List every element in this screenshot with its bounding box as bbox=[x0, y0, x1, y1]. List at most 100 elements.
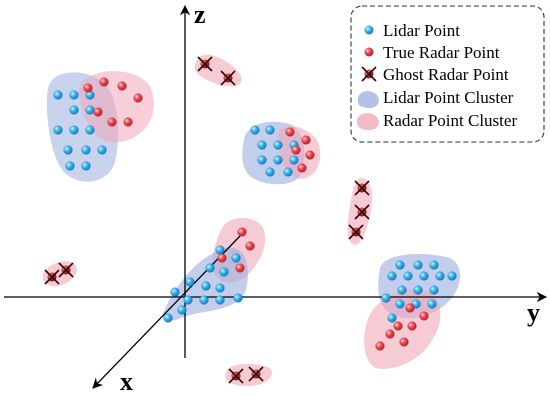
lidar-point bbox=[283, 167, 293, 177]
legend-ghost-radar-point-label: Ghost Radar Point bbox=[383, 65, 509, 84]
lidar-point bbox=[97, 145, 107, 155]
true-radar-point bbox=[419, 311, 429, 321]
true-radar-point bbox=[83, 83, 93, 93]
legend-box bbox=[350, 5, 545, 143]
true-radar-point bbox=[217, 253, 227, 263]
true-radar-point bbox=[393, 321, 403, 331]
lidar-point bbox=[81, 161, 91, 171]
legend-true-radar-point-icon bbox=[364, 47, 374, 57]
lidar-point bbox=[429, 260, 439, 270]
lidar-point bbox=[233, 293, 243, 303]
true-radar-point bbox=[297, 163, 307, 173]
lidar-point bbox=[85, 105, 95, 115]
lidar-point bbox=[81, 145, 91, 155]
lidar-point bbox=[163, 313, 173, 323]
lidar-point bbox=[427, 299, 437, 309]
lidar-point bbox=[265, 125, 275, 135]
true-radar-point bbox=[123, 117, 133, 127]
lidar-point bbox=[215, 295, 225, 305]
lidar-point bbox=[403, 271, 413, 281]
ghost-radar-point bbox=[228, 368, 244, 384]
lidar-point bbox=[381, 293, 391, 303]
lidar-point bbox=[395, 299, 405, 309]
lidar-point bbox=[215, 283, 225, 293]
lidar-point bbox=[177, 305, 187, 315]
point-markers bbox=[44, 56, 457, 384]
ghost-radar-point bbox=[354, 204, 370, 220]
legend-radar-cluster-icon bbox=[356, 113, 379, 130]
y-axis-label: y bbox=[527, 298, 540, 327]
legend-radar-cluster-label: Radar Point Cluster bbox=[383, 111, 517, 130]
lidar-point bbox=[215, 245, 225, 255]
legend-true-radar-point-label: True Radar Point bbox=[383, 43, 500, 62]
lidar-point bbox=[231, 253, 241, 263]
cluster-regions bbox=[42, 54, 461, 386]
true-radar-point bbox=[405, 303, 415, 313]
legend-lidar-cluster-icon bbox=[357, 91, 379, 108]
true-radar-point bbox=[107, 117, 117, 127]
radar-cluster-top-left bbox=[79, 71, 154, 143]
true-radar-point bbox=[291, 145, 301, 155]
lidar-point bbox=[257, 155, 267, 165]
true-radar-point bbox=[385, 329, 395, 339]
lidar-point bbox=[65, 161, 75, 171]
true-radar-point bbox=[399, 337, 409, 347]
lidar-point bbox=[387, 271, 397, 281]
true-radar-point bbox=[237, 227, 247, 237]
true-radar-point bbox=[407, 321, 417, 331]
lidar-point bbox=[413, 260, 423, 270]
lidar-point bbox=[69, 125, 79, 135]
lidar-point bbox=[397, 285, 407, 295]
ghost-radar-point bbox=[354, 180, 370, 196]
lidar-point bbox=[53, 125, 63, 135]
ghost-radar-point bbox=[58, 262, 74, 278]
x-axis bbox=[92, 235, 241, 389]
lidar-point bbox=[199, 295, 209, 305]
lidar-point bbox=[387, 313, 397, 323]
lidar-point bbox=[273, 155, 283, 165]
ghost-radar-point bbox=[348, 224, 364, 240]
lidar-point bbox=[69, 90, 79, 100]
lidar-point bbox=[63, 145, 73, 155]
ghost-radar-point bbox=[44, 269, 60, 285]
true-radar-point bbox=[285, 127, 295, 137]
lidar-point bbox=[273, 140, 283, 150]
true-radar-point bbox=[245, 241, 255, 251]
lidar-point bbox=[289, 155, 299, 165]
legend-lidar-point-label: Lidar Point bbox=[383, 21, 460, 40]
lidar-point bbox=[447, 271, 457, 281]
axes: z y x bbox=[4, 0, 548, 396]
true-radar-point bbox=[133, 93, 143, 103]
true-radar-point bbox=[301, 135, 311, 145]
legend-lidar-point-icon bbox=[364, 25, 374, 35]
z-axis-label: z bbox=[194, 0, 206, 29]
lidar-point bbox=[265, 167, 275, 177]
lidar-point bbox=[205, 263, 215, 273]
lidar-point bbox=[395, 260, 405, 270]
lidar-point bbox=[185, 277, 195, 287]
x-axis-label: x bbox=[120, 367, 133, 396]
lidar-point bbox=[250, 125, 260, 135]
lidar-point bbox=[413, 285, 423, 295]
lidar-point bbox=[219, 267, 229, 277]
legend-lidar-cluster-label: Lidar Point Cluster bbox=[383, 88, 514, 107]
ghost-radar-point bbox=[197, 56, 213, 72]
radar-cluster-top-ghost bbox=[194, 54, 242, 87]
true-radar-point bbox=[117, 81, 127, 91]
lidar-point bbox=[435, 271, 445, 281]
lidar-point bbox=[429, 285, 439, 295]
legend: Lidar Point True Radar Point Ghost Radar… bbox=[350, 5, 545, 143]
true-radar-point bbox=[93, 107, 103, 117]
legend-ghost-radar-point-icon bbox=[361, 66, 377, 82]
lidar-point bbox=[53, 90, 63, 100]
lidar-point bbox=[183, 295, 193, 305]
true-radar-point bbox=[99, 77, 109, 87]
true-radar-point bbox=[305, 150, 315, 160]
true-radar-point bbox=[235, 263, 245, 273]
lidar-point bbox=[170, 287, 180, 297]
lidar-point bbox=[85, 125, 95, 135]
ghost-radar-point bbox=[220, 70, 236, 86]
lidar-point bbox=[69, 105, 79, 115]
